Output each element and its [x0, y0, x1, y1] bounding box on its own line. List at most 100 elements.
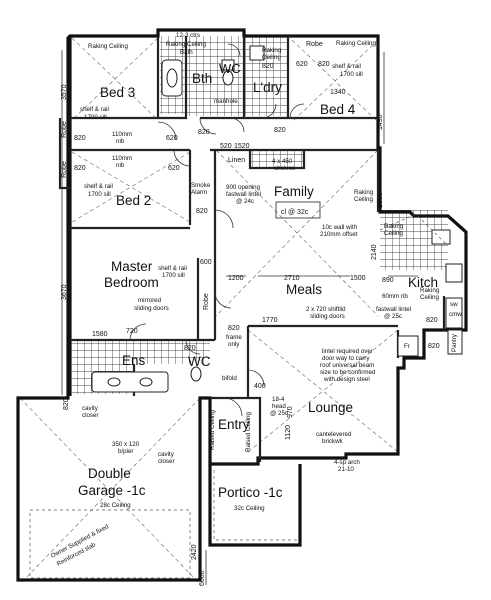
dim-820-robe-bed4: 820 — [318, 61, 330, 68]
note-cantilever-2: brickwk — [322, 438, 344, 445]
note-shelf-bed2-2: 1700 sill — [88, 191, 111, 198]
dim-820-hall: 820 — [198, 129, 210, 136]
note-raking-laundry-2: Ceiling — [262, 54, 281, 61]
dim-2140: 2140 — [371, 244, 378, 260]
note-lintel-lounge-5: with design steel — [323, 376, 370, 383]
doors — [129, 43, 305, 417]
room-ensuite: Ens — [122, 353, 146, 368]
dim-1770: 1770 — [262, 317, 278, 324]
pantry: Pantry — [451, 333, 458, 352]
note-nib-1: 110mm — [112, 131, 132, 138]
note-mirrored: mirrored — [138, 297, 162, 304]
note-raking-bed3: Raking Ceiling — [88, 43, 128, 50]
note-wall: 10c wall with — [322, 224, 358, 231]
dim-2710: 2710 — [284, 275, 300, 282]
note-raking-bath-2: Bath — [180, 49, 193, 56]
note-shelf-bed2: shelf & rail — [84, 183, 113, 190]
dim-1340: 1340 — [330, 89, 346, 96]
note-lintel-lounge-2: door way to carry — [322, 355, 370, 362]
note-sliding: 2 x 720 shiftlid — [306, 306, 346, 313]
note-opening-2: fastwall lintel — [226, 191, 261, 198]
dim-1490: 1490 — [377, 114, 384, 130]
bath-floor-tiles — [187, 36, 244, 116]
note-lintel-lounge-3: roof universal beam — [320, 362, 374, 369]
note-raking-kitch-4: Ceiling — [420, 294, 439, 301]
note-frame-2: only — [228, 341, 240, 348]
robe-bed2: Robe — [61, 161, 68, 178]
outer-walls — [16, 28, 468, 582]
dim-820-pantry: 820 — [428, 343, 440, 350]
room-bath: Bth — [192, 71, 212, 86]
raking-lines — [19, 37, 399, 585]
note-raking-family-2: Ceiling — [354, 196, 373, 203]
dim-970: 970 — [287, 406, 294, 418]
dim-1520: 1520 — [234, 143, 250, 150]
note-smoke-2: Alarm — [191, 189, 207, 196]
dim-820-robe-bed3: 820 — [74, 135, 86, 142]
note-garage-lintel-2: b/pier — [118, 448, 133, 455]
robe-bed4: Robe — [306, 41, 323, 48]
dim-400: 400 — [254, 383, 266, 390]
room-family: Family — [274, 184, 314, 199]
dim-2420: 2420 — [191, 544, 198, 560]
room-bed3: Bed 3 — [100, 85, 135, 100]
dim-600: 600 — [200, 259, 212, 266]
dim-1120: 1120 — [285, 425, 292, 440]
room-lounge: Lounge — [308, 400, 353, 415]
note-cavity-3: cavity — [158, 451, 175, 458]
note-raking-family: Raking — [354, 189, 374, 196]
robe-master: Robe — [203, 293, 210, 310]
dim-1800: 1800 — [377, 192, 384, 208]
note-cavity: cavity — [82, 405, 99, 412]
note-opening: 900 opening — [226, 184, 261, 191]
room-bed2: Bed 2 — [116, 193, 151, 208]
cooktop — [445, 263, 463, 283]
room-entry: Entry — [218, 417, 250, 432]
note-shelf-bed3: shelf & rail — [80, 106, 109, 113]
dim-620-bed3: 620 — [166, 135, 178, 142]
room-portico: Portico -1c — [218, 485, 283, 500]
note-shelf-bed4-2: 1700 sill — [340, 71, 363, 78]
pantry-box — [447, 329, 463, 355]
vanity — [91, 371, 169, 393]
note-lintel-lounge: lintel required over — [322, 348, 373, 355]
dim-620-bed2: 620 — [168, 165, 180, 172]
dimension-lines — [61, 50, 418, 585]
family-ceiling: cl @ 32c — [281, 209, 309, 216]
room-master-line1: Master — [111, 259, 153, 274]
note-head: 18-4 — [272, 396, 285, 403]
dim-820-wc: 820 — [184, 345, 196, 352]
room-bed4: Bed 4 — [320, 102, 356, 117]
dim-6000: 6000 — [199, 570, 206, 586]
room-wc-top: WC — [219, 61, 241, 76]
sink — [431, 229, 451, 245]
dim-820-master: 820 — [196, 208, 208, 215]
note-portico-ceiling: 32c Ceiling — [234, 505, 265, 512]
dim-820-meals: 820 — [228, 325, 240, 332]
note-arch-2: 21-10 — [338, 466, 354, 473]
note-cantilever: cantelevered — [316, 431, 352, 438]
note-raking-bed4: Raking Ceiling — [336, 40, 376, 47]
room-laundry: L'dry — [253, 80, 282, 95]
note-frame: frame — [226, 334, 242, 341]
fixtures — [29, 45, 463, 579]
dim-520: 520 — [220, 143, 232, 150]
dim-620-robe: 620 — [296, 61, 308, 68]
note-lintel-kitch: 60mm rib — [382, 293, 408, 300]
room-garage-line2: Garage -1c — [78, 483, 146, 498]
note-bath-size: 12-3 ctrs — [176, 32, 200, 39]
note-nib-3: 110mm — [112, 155, 132, 162]
dim-820-kitchen: 820 — [426, 317, 438, 324]
dim-1580: 1580 — [92, 331, 108, 338]
linen-tiles — [250, 150, 304, 168]
room-kitchen: Kitch — [408, 275, 438, 290]
note-head-2: head — [272, 403, 286, 410]
dim-820-bed4: 820 — [274, 127, 286, 134]
dim-890: 890 — [382, 277, 394, 284]
note-sliding-2: sliding doors — [310, 313, 345, 320]
note-shelf-bed4: shelf & rail — [332, 63, 361, 70]
note-head-3: @ 25c — [270, 410, 288, 417]
note-cavity-4: closer — [158, 458, 175, 465]
note-sw: sw — [450, 301, 458, 308]
